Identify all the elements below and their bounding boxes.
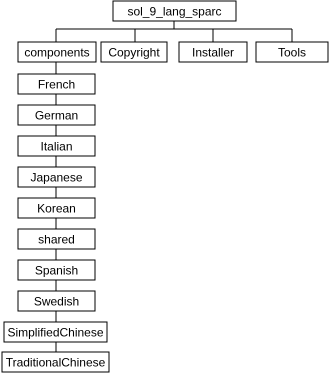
swedish-node-label: Swedish	[34, 295, 79, 309]
italian-node-label: Italian	[40, 140, 72, 154]
tools-node-label: Tools	[278, 46, 306, 60]
child-node-german: German	[17, 104, 96, 126]
level1-node-components: components	[17, 41, 97, 63]
simplifiedchinese-node-box	[3, 321, 108, 343]
japanese-node-box	[17, 166, 96, 188]
spanish-node-box	[17, 259, 96, 281]
traditionalchinese-node-box	[1, 351, 110, 373]
french-node-box	[17, 73, 96, 95]
root-node-box	[112, 0, 237, 22]
level1-node-tools: Tools	[255, 41, 329, 63]
italian-node-box	[17, 135, 96, 157]
shared-node-label: shared	[38, 233, 75, 247]
simplifiedchinese-node-label: SimplifiedChinese	[7, 326, 103, 340]
child-node-spanish: Spanish	[17, 259, 96, 281]
tools-node-box	[255, 41, 329, 63]
japanese-node-label: Japanese	[30, 171, 82, 185]
level1-node-copyright: Copyright	[100, 41, 168, 63]
components-node-box	[17, 41, 97, 63]
german-node-label: German	[35, 109, 78, 123]
root-connectors	[55, 21, 293, 42]
child-node-italian: Italian	[17, 135, 96, 157]
child-node-simplifiedchinese: SimplifiedChinese	[3, 321, 108, 343]
child-node-french: French	[17, 73, 96, 95]
level1-node-installer: Installer	[178, 41, 248, 63]
child-node-swedish: Swedish	[17, 290, 96, 312]
child-node-korean: Korean	[17, 197, 96, 219]
child-node-traditionalchinese: TraditionalChinese	[1, 351, 110, 373]
child-node-shared: shared	[17, 228, 96, 250]
root-node: sol_9_lang_sparc	[112, 0, 237, 22]
german-node-box	[17, 104, 96, 126]
child-node-japanese: Japanese	[17, 166, 96, 188]
shared-node-box	[17, 228, 96, 250]
swedish-node-box	[17, 290, 96, 312]
installer-node-box	[178, 41, 248, 63]
spanish-node-label: Spanish	[35, 264, 78, 278]
traditionalchinese-node-label: TraditionalChinese	[6, 356, 106, 370]
french-node-label: French	[38, 78, 75, 92]
korean-node-box	[17, 197, 96, 219]
components-node-label: components	[24, 46, 89, 60]
installer-node-label: Installer	[192, 46, 234, 60]
copyright-node-label: Copyright	[108, 46, 160, 60]
korean-node-label: Korean	[37, 202, 76, 216]
root-node-label: sol_9_lang_sparc	[127, 5, 221, 19]
copyright-node-box	[100, 41, 168, 63]
